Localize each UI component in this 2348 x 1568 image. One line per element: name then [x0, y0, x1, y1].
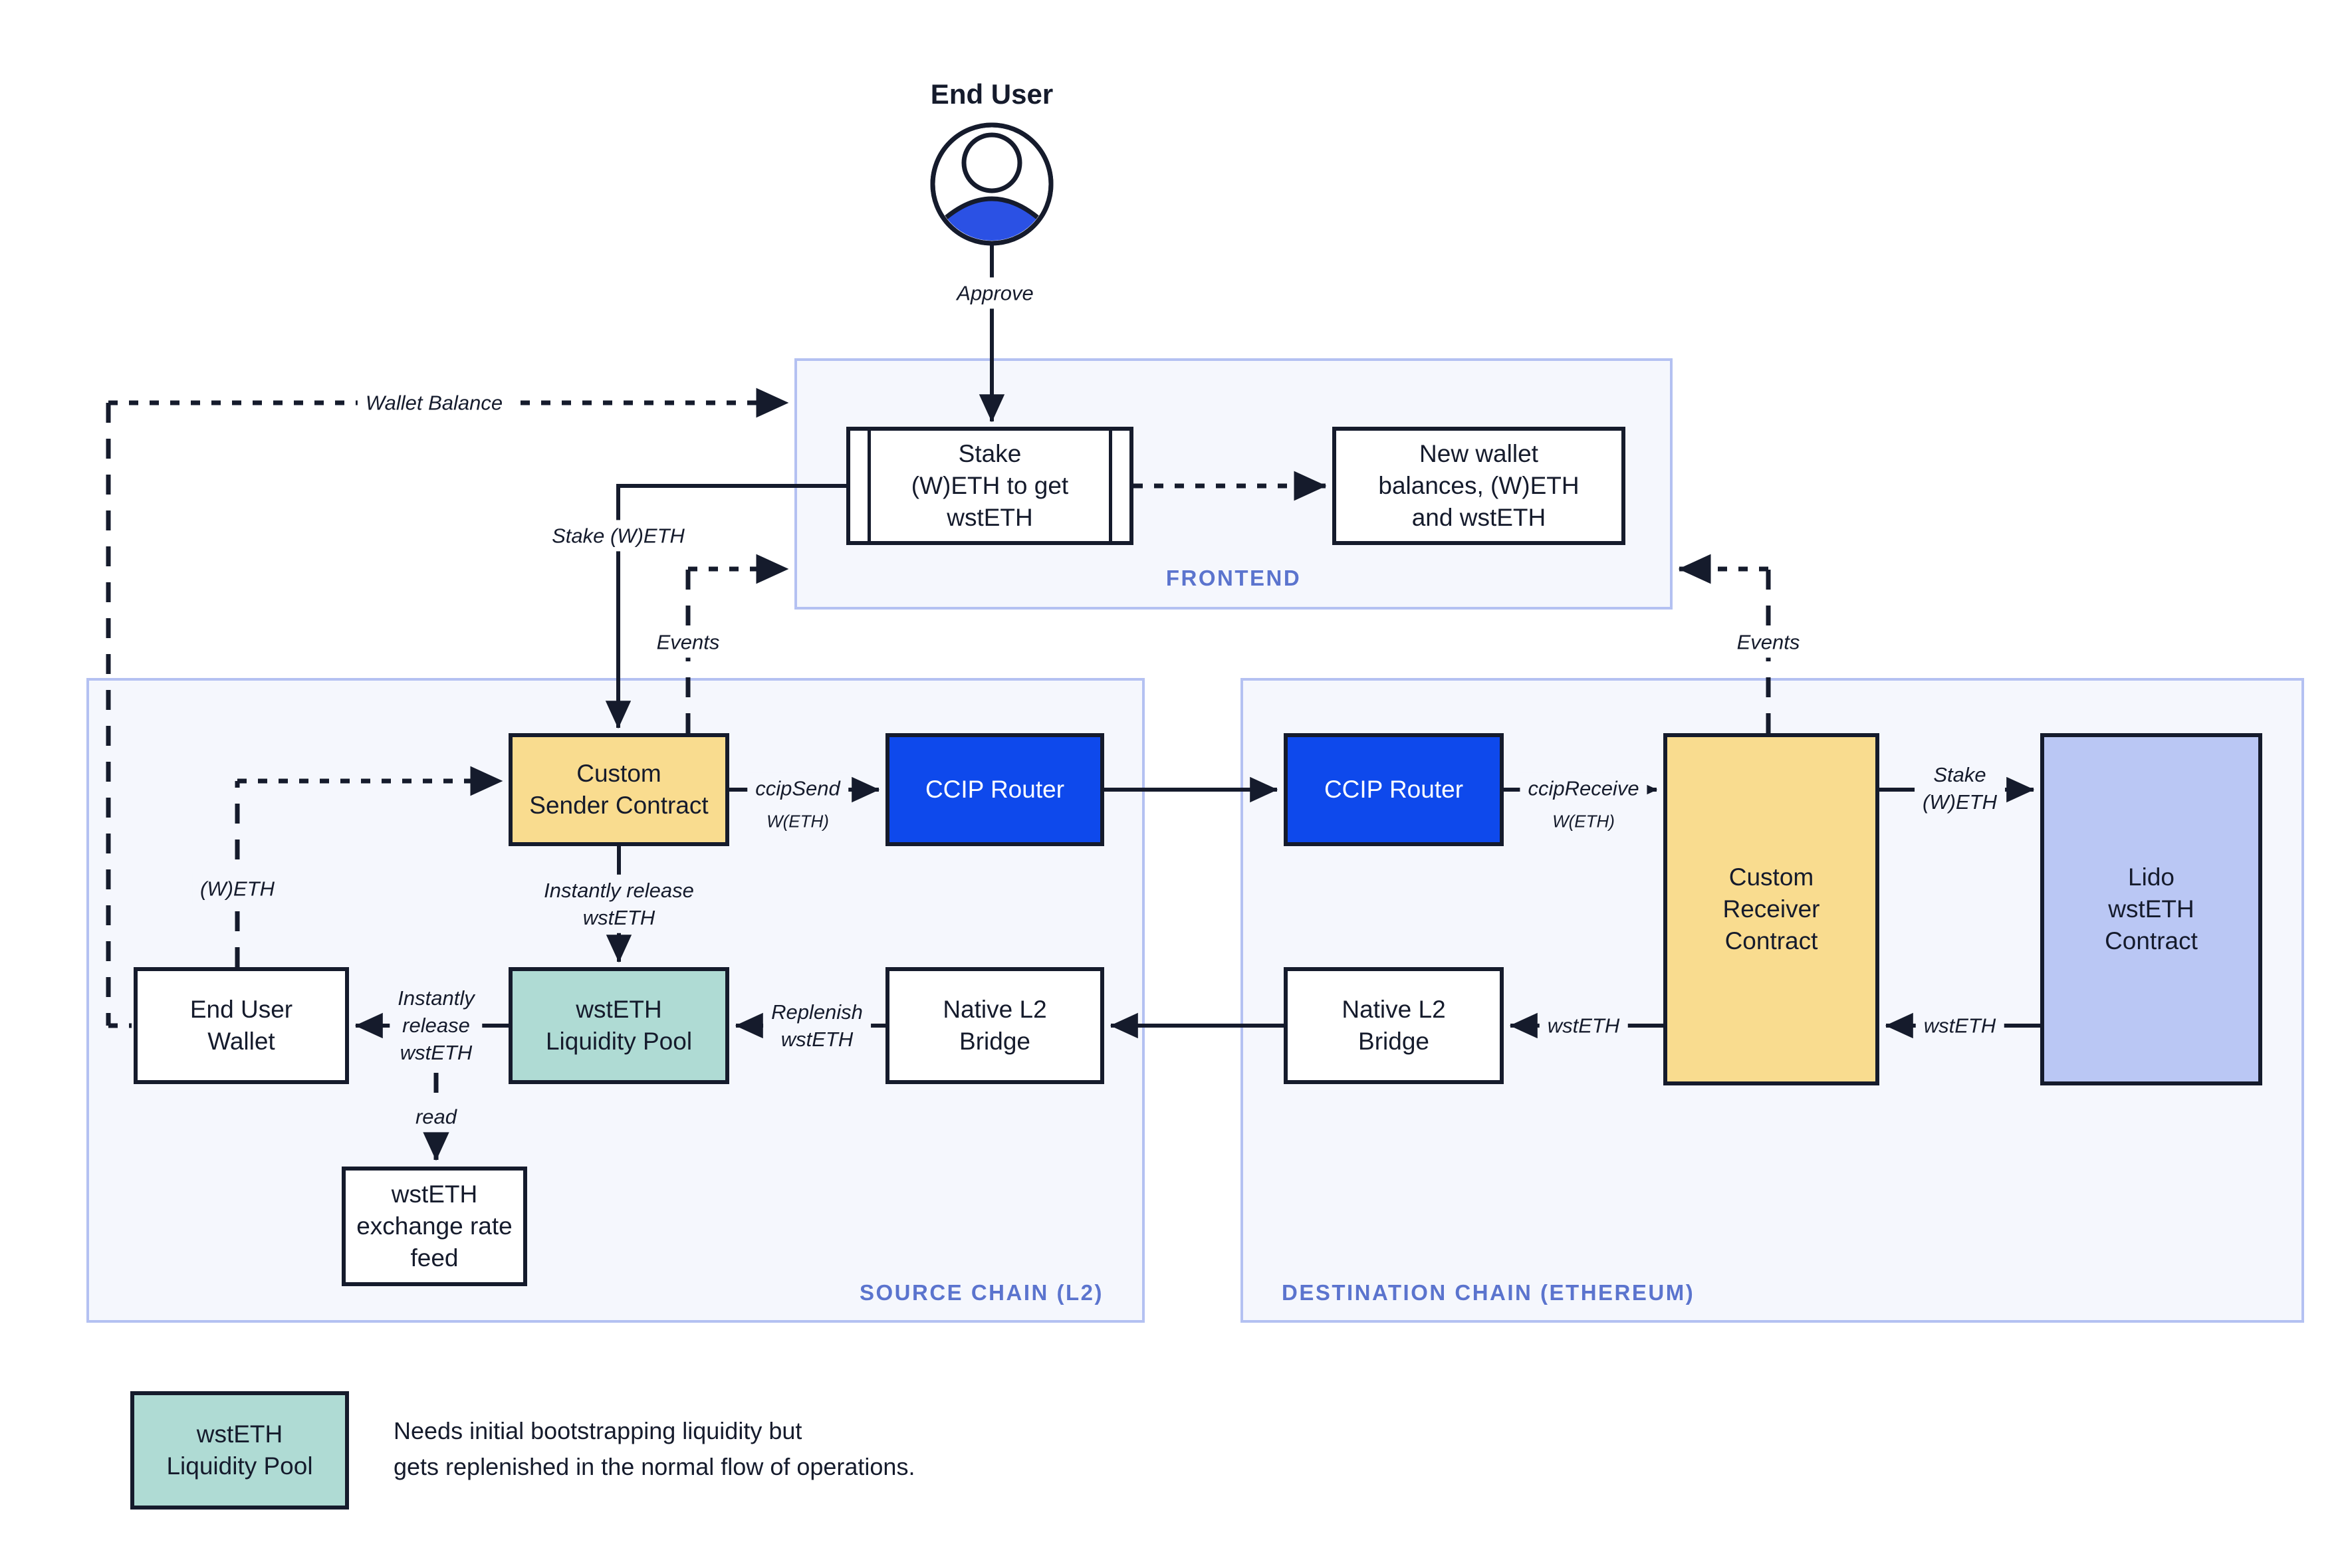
edge-label-wsteth-right: wstETH — [1915, 1010, 2004, 1042]
end-user-title: End User — [930, 78, 1054, 110]
edge-label-ccipreceive: ccipReceive — [1520, 772, 1647, 804]
edge-label-instant-release-mid: Instantly release wstETH — [536, 874, 702, 934]
node-custom-receiver-contract: Custom Receiver Contract — [1663, 733, 1879, 1085]
edge-label-weth: (W)ETH — [192, 873, 283, 905]
node-stake-action: Stake (W)ETH to get wstETH — [846, 427, 1133, 545]
node-end-user-wallet: End User Wallet — [134, 967, 349, 1084]
edge-label-ccipreceive-sub: W(ETH) — [1544, 808, 1623, 836]
edge-label-read: read — [407, 1101, 465, 1133]
node-new-wallet-balances: New wallet balances, (W)ETH and wstETH — [1332, 427, 1625, 545]
node-wsteth-exchange-rate-feed: wstETH exchange rate feed — [342, 1167, 527, 1286]
node-wsteth-liquidity-pool: wstETH Liquidity Pool — [509, 967, 729, 1084]
edge-label-stake-weth-right: Stake (W)ETH — [1915, 758, 2005, 818]
node-native-l2-bridge-destination: Native L2 Bridge — [1284, 967, 1504, 1084]
source-chain-label: SOURCE CHAIN (L2) — [859, 1280, 1104, 1305]
node-ccip-router-source: CCIP Router — [885, 733, 1104, 846]
edge-label-stake-weth: Stake (W)ETH — [544, 520, 693, 552]
legend-liquidity-pool-swatch: wstETH Liquidity Pool — [130, 1391, 349, 1510]
legend-note: Needs initial bootstrapping liquidity bu… — [394, 1417, 915, 1480]
person-avatar-icon — [930, 122, 1054, 246]
edge-label-ccipsend: ccipSend — [747, 772, 848, 804]
edge-label-approve: Approve — [949, 277, 1042, 309]
edge-label-ccipsend-sub: W(ETH) — [759, 808, 837, 836]
edge-label-instant-release-left: Instantly release wstETH — [390, 982, 483, 1069]
node-ccip-router-destination: CCIP Router — [1284, 733, 1504, 846]
frontend-label: FRONTEND — [1165, 566, 1302, 590]
destination-chain-label: DESTINATION CHAIN (ETHEREUM) — [1282, 1280, 1695, 1305]
node-lido-wsteth-contract: Lido wstETH Contract — [2040, 733, 2262, 1085]
node-native-l2-bridge-source: Native L2 Bridge — [885, 967, 1104, 1084]
node-custom-sender-contract: Custom Sender Contract — [509, 733, 729, 846]
edge-label-events-right: Events — [1728, 626, 1808, 658]
edge-label-wsteth-mid: wstETH — [1539, 1010, 1628, 1042]
edge-label-events-left: Events — [648, 626, 728, 658]
edge-stake-weth — [605, 484, 846, 729]
edge-label-wallet-balance: Wallet Balance — [357, 387, 511, 419]
edge-label-replenish: Replenish wstETH — [763, 996, 871, 1056]
